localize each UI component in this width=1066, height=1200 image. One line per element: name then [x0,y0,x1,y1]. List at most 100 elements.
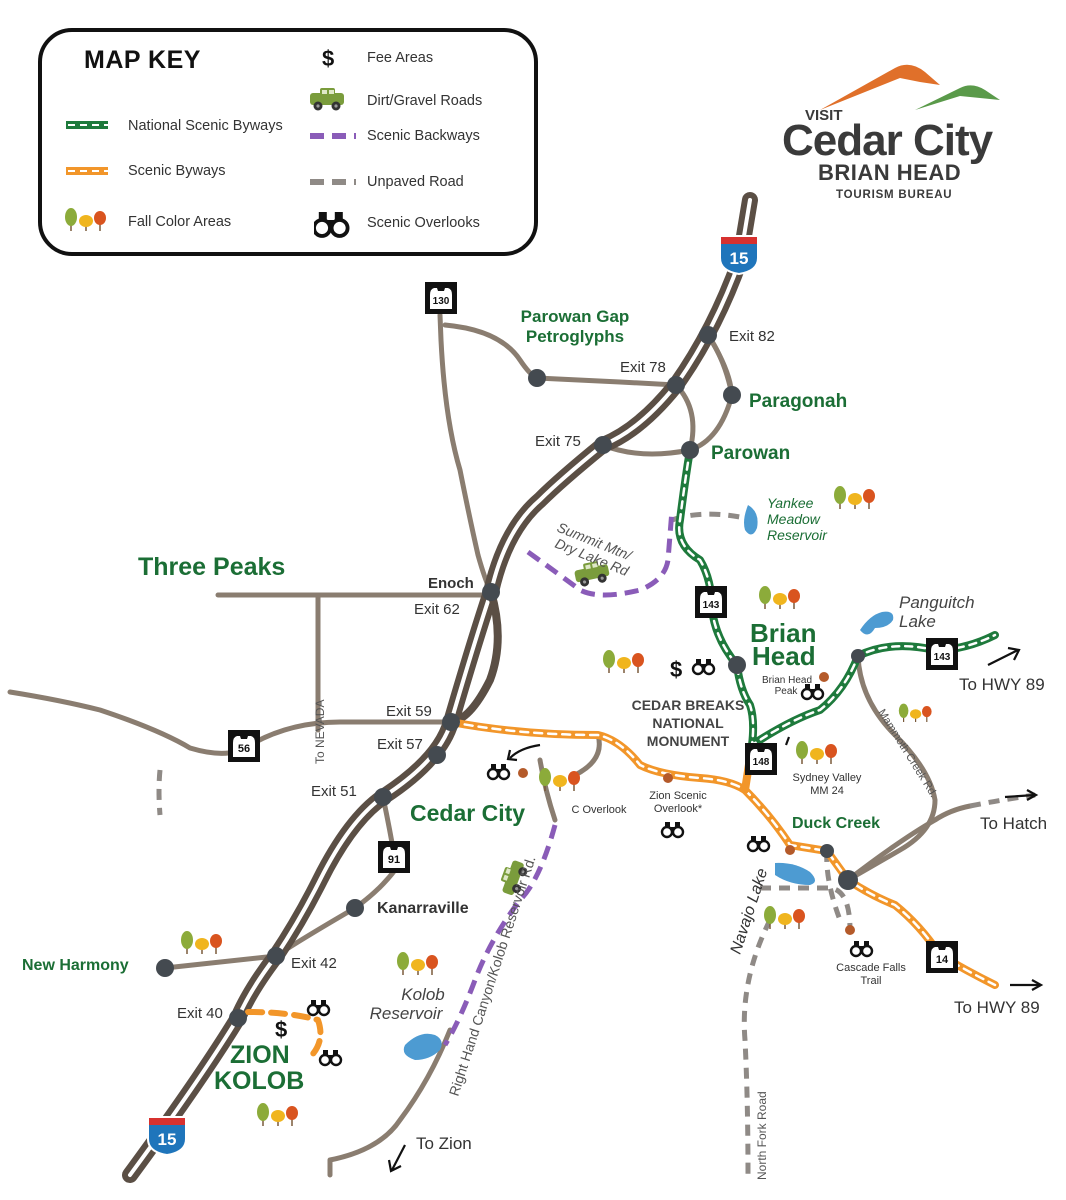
fall-trees-icon [602,649,645,674]
binoculars-icon [306,998,331,1017]
point-label-bh-peak-1: Brian Head [762,675,812,686]
key-label-fall-color: Fall Color Areas [128,214,232,230]
unpaved-key-icon [310,179,356,185]
key-label-overlooks: Scenic Overlooks [367,215,480,231]
mountain-logo-icon [820,64,1000,110]
road-label-right-hand: Right Hand Canyon/Kolob Reservoir Rd. [446,854,539,1098]
fall-trees-icon [256,1102,299,1127]
point-label-sydney-1: Sydney Valley [793,772,862,784]
place-label-cedar-breaks-3: MONUMENT [647,733,730,749]
fall-trees-icon [898,702,933,723]
route-56-shield: 56 [228,730,260,762]
fall-trees-icon [538,767,581,792]
navajo-lake-icon [775,862,815,885]
yankee-meadow-lake-icon [744,505,758,535]
exit-label-57: Exit 57 [377,736,423,753]
direction-label-zion: To Zion [416,1134,472,1153]
panguitch-lake-icon [860,611,894,635]
key-label-scenic-backways: Scenic Backways [367,128,480,144]
binoculars-icon [746,834,771,853]
place-label-parowan-gap: Parowan Gap [521,307,630,326]
route-143-shield-b: 143 [926,638,958,670]
fee-icon: $ [670,657,682,682]
water-label-panguitch-1: Panguitch [899,593,975,612]
jeep-key-icon [310,88,344,111]
water-label-yankee-1: Yankee [767,495,814,511]
key-label-fee-areas: Fee Areas [367,50,434,66]
place-label-kolob: KOLOB [214,1067,304,1095]
fall-color-key-icon [64,207,107,232]
svg-text:143: 143 [934,652,951,663]
binoculars-icon [800,682,825,701]
water-label-yankee-2: Meadow [767,511,821,527]
place-label-paragonah: Paragonah [749,391,847,412]
logo-cedar-city: Cedar City [782,116,993,165]
junction-nodes [156,326,865,1027]
direction-label-hwy89-top: To HWY 89 [959,675,1045,694]
logo-tourism-bureau: TOURISM BUREAU [836,189,953,201]
exit-label-59: Exit 59 [386,703,432,720]
poi-dots [518,672,855,935]
exit-label-40: Exit 40 [177,1005,223,1022]
point-label-sydney-2: MM 24 [810,785,844,797]
exit-label-78: Exit 78 [620,359,666,376]
exit-label-51: Exit 51 [311,783,357,800]
place-label-cedar-breaks-1: CEDAR BREAKS [632,697,745,713]
svg-text:143: 143 [703,600,720,611]
point-label-zion-scenic-2: Overlook* [654,803,703,815]
route-130-shield: 130 [425,282,457,314]
svg-text:130: 130 [433,296,450,307]
water-label-kolob-1: Kolob [401,985,444,1004]
exit-label-75: Exit 75 [535,433,581,450]
route-148-shield: 148 [745,743,777,775]
place-label-parowan: Parowan [711,443,790,464]
direction-label-hatch: To Hatch [980,814,1047,833]
map-labels: Parowan Gap Petroglyphs Paragonah Parowa… [22,307,1047,1180]
point-label-c-overlook: C Overlook [571,804,627,816]
binoculars-icon [691,657,716,676]
svg-text:14: 14 [936,954,949,966]
place-label-three-peaks: Three Peaks [138,553,285,581]
binoculars-icon [318,1048,343,1067]
binoculars-icon [660,820,685,839]
road-label-north-fork: North Fork Road [755,1091,769,1180]
fall-trees-icon [180,930,223,955]
interstate-shield-bottom: 15 [147,1116,187,1157]
water-label-yankee-3: Reservoir [767,527,828,543]
kolob-reservoir-lake-icon [403,1033,442,1060]
backway-key-icon [310,133,356,139]
place-label-enoch: Enoch [428,575,474,592]
map-key-title: MAP KEY [84,46,201,74]
place-label-head: Head [752,641,816,671]
route-14-shield: 14 [926,941,958,973]
fee-icon: $ [275,1017,287,1042]
point-label-bh-peak-2: Peak [775,686,799,697]
binoculars-key-icon [314,212,350,238]
lakes [403,505,894,1060]
i15-top-number: 15 [730,249,749,268]
point-label-cascade-1: Cascade Falls [836,962,906,974]
key-label-unpaved: Unpaved Road [367,174,464,190]
place-label-cedar-breaks-2: NATIONAL [652,715,724,731]
fee-key-icon: $ [322,46,335,71]
fall-trees-icon [763,905,806,930]
key-label-scenic-byways: Scenic Byways [128,163,226,179]
key-label-dirt-roads: Dirt/Gravel Roads [367,93,483,109]
place-label-brian: Brian [750,618,816,648]
scenic-byway-key-icon [66,167,108,175]
binoculars-icon [849,939,874,958]
local-roads [7,312,973,1178]
direction-arrows [387,646,1044,1173]
svg-text:56: 56 [238,743,250,755]
exit-label-82: Exit 82 [729,328,775,345]
national-byway-key-icon [66,121,108,129]
fall-trees-icon [795,740,838,765]
fall-trees-icon [396,951,439,976]
logo-brian-head: BRIAN HEAD [818,160,962,185]
water-label-kolob-2: Reservoir [370,1004,444,1023]
national-scenic-byway [675,446,999,749]
scenic-byways [245,718,999,1058]
place-label-new-harmony: New Harmony [22,957,129,974]
fall-trees-icon [758,585,801,610]
